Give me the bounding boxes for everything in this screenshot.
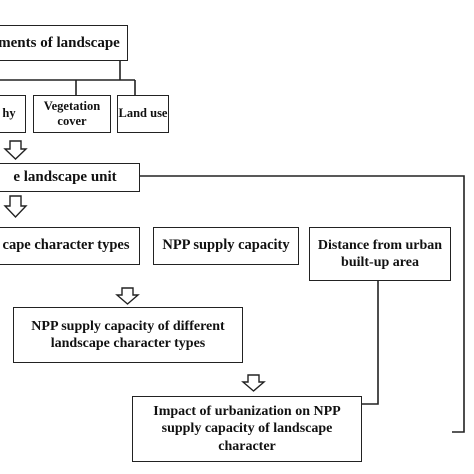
land-use-box: Land use xyxy=(117,95,169,133)
npp-supply-capacity-label: NPP supply capacity xyxy=(162,237,290,254)
connector-line xyxy=(140,175,465,433)
elements-of-landscape-label: ments of landscape xyxy=(0,34,120,51)
down-arrow-icon xyxy=(115,287,140,305)
npp-supply-of-character-types-box: NPP supply capacity of different landsca… xyxy=(13,307,243,363)
urbanization-impact-box: Impact of urbanization on NPP supply cap… xyxy=(132,396,362,462)
npp-supply-of-character-types-label: NPP supply capacity of different landsca… xyxy=(31,318,225,351)
distance-from-urban-area-box: Distance from urban built-up area xyxy=(309,227,451,281)
topography-label: hy xyxy=(2,106,16,121)
urbanization-impact-label: Impact of urbanization on NPP supply cap… xyxy=(153,404,341,454)
connector-line xyxy=(362,280,379,405)
landscape-unit-box: e landscape unit xyxy=(0,163,140,192)
land-use-label: Land use xyxy=(118,106,168,121)
elements-of-landscape-box: ments of landscape xyxy=(0,25,128,61)
distance-from-urban-area-label: Distance from urban built-up area xyxy=(317,237,443,270)
landscape-character-types-label: cape character types xyxy=(2,237,130,254)
down-arrow-icon xyxy=(241,374,266,392)
npp-supply-capacity-box: NPP supply capacity xyxy=(153,227,299,265)
landscape-character-types-box: cape character types xyxy=(0,227,140,265)
vegetation-cover-box: Vegetation cover xyxy=(33,95,111,133)
down-arrow-icon xyxy=(3,195,28,219)
vegetation-cover-label: Vegetation cover xyxy=(43,98,101,128)
down-arrow-icon xyxy=(3,140,28,160)
topography-box: hy xyxy=(0,95,26,133)
landscape-unit-label: e landscape unit xyxy=(13,169,117,186)
